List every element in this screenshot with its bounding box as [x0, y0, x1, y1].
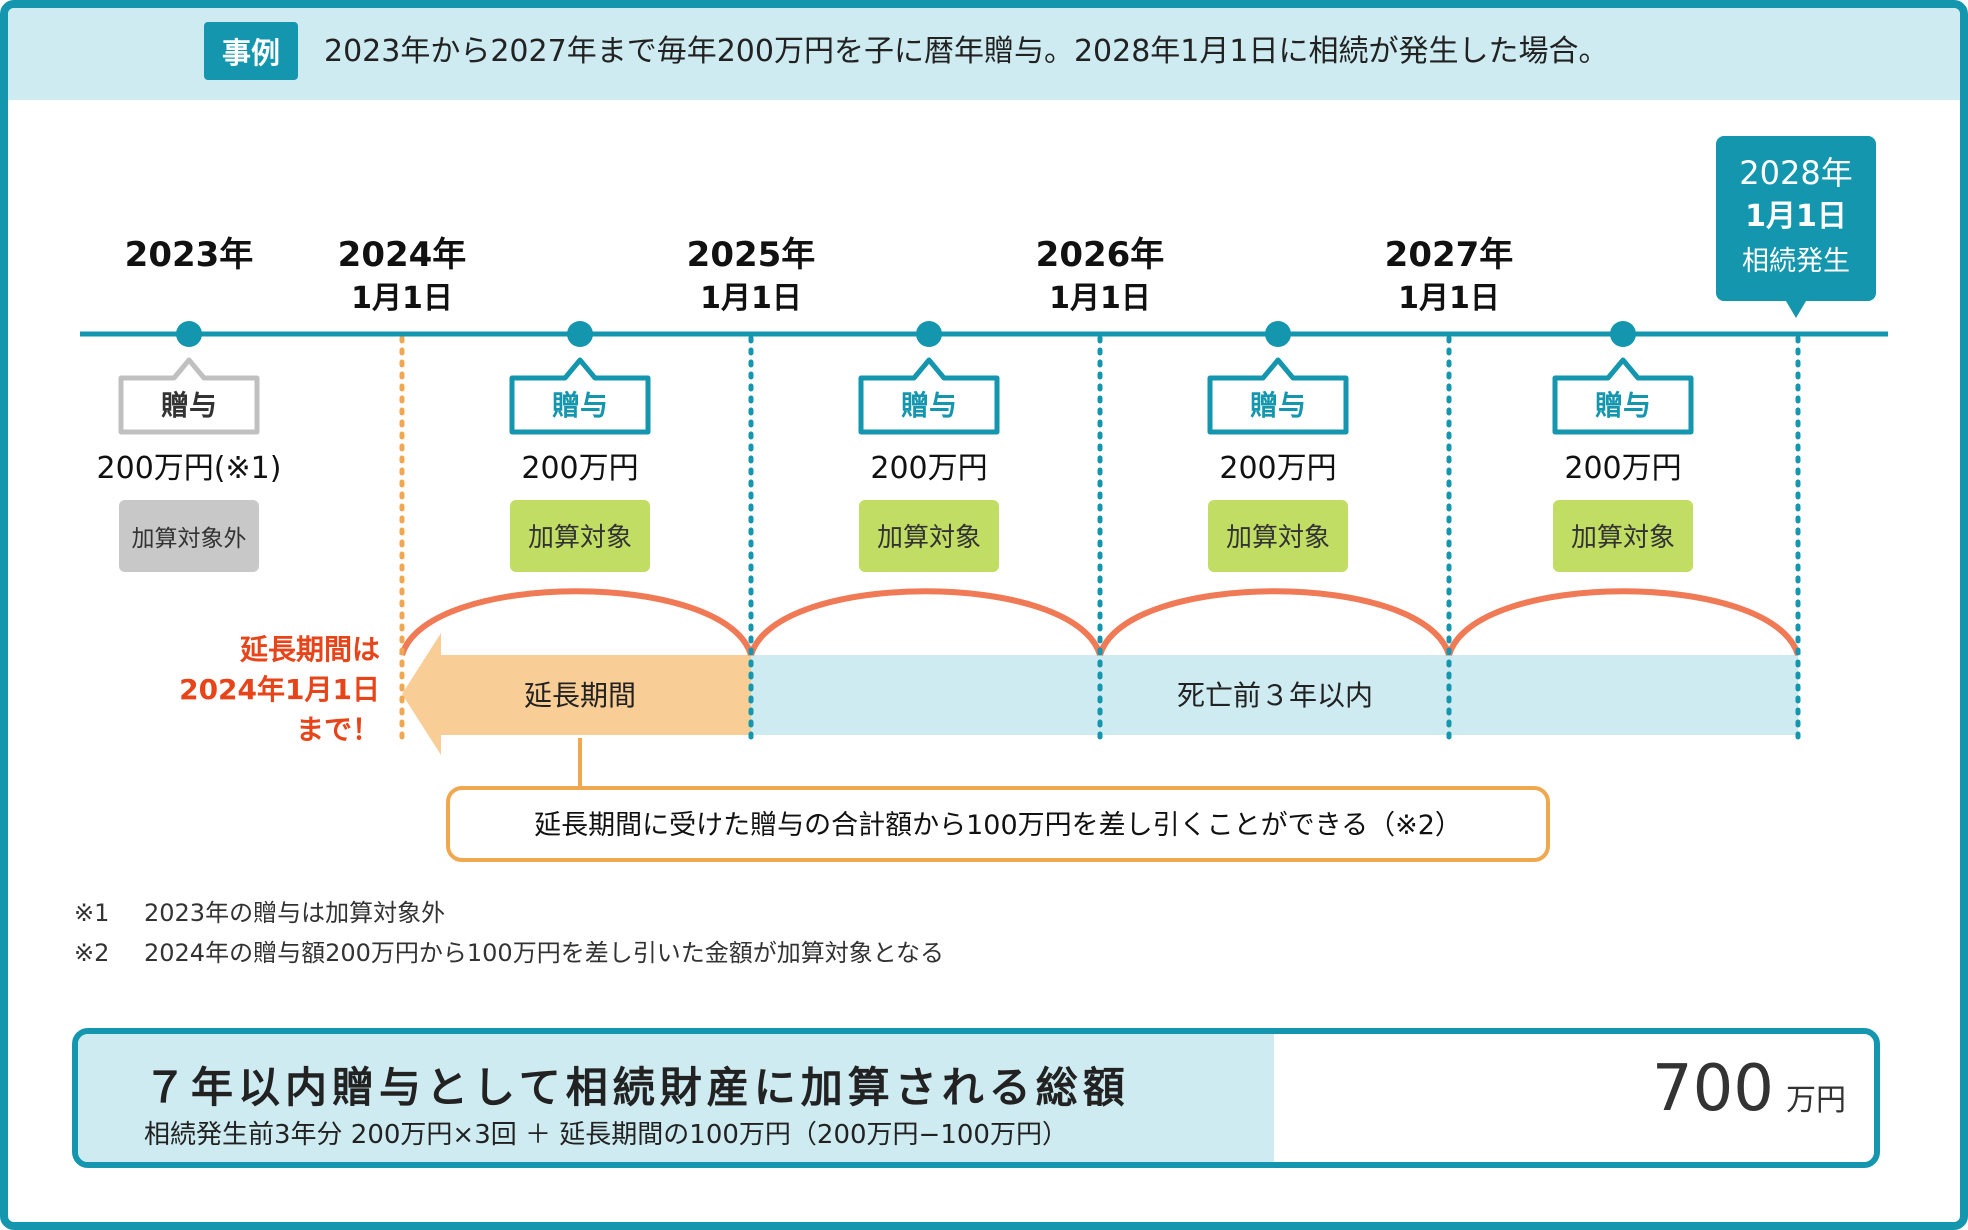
case-description: 2023年から2027年まで毎年200万円を子に暦年贈与。2028年1月1日に相… — [324, 34, 1609, 69]
gift-tag — [1207, 357, 1349, 435]
death-event-label: 相続発生 — [1742, 246, 1850, 277]
period-arc — [748, 588, 1103, 657]
death-date-label: 1月1日 — [1745, 199, 1847, 234]
gift-tag-label: 贈与 — [901, 389, 957, 422]
gift-amount: 200万円 — [870, 451, 987, 486]
total-amount-value: 700 — [1651, 1052, 1774, 1126]
death-year-label: 2028年 — [1739, 154, 1852, 192]
gift-point — [176, 321, 202, 347]
period-arc — [399, 588, 754, 657]
gift-point — [567, 321, 593, 347]
gift-tag — [858, 357, 1000, 435]
gift-amount: 200万円(※1) — [97, 451, 282, 486]
gift-status-label: 加算対象 — [528, 523, 632, 553]
gift-amount: 200万円 — [1564, 451, 1681, 486]
extension-note-line: 延長期間は — [239, 633, 380, 666]
year-label: 2024年 — [338, 235, 467, 275]
gift-point — [1265, 321, 1291, 347]
extension-note-line: 2024年1月1日 — [179, 673, 380, 706]
gift-point — [1610, 321, 1636, 347]
inheritance-callout — [1716, 136, 1876, 301]
year-label: 2023年 — [125, 235, 254, 275]
total-amount-unit: 万円 — [1786, 1083, 1846, 1118]
total-title: ７年以内贈与として相続財産に加算される総額 — [144, 1063, 1130, 1112]
extension-callout-box — [446, 786, 1550, 862]
gift-status-label: 加算対象 — [1571, 523, 1675, 553]
date-label: 1月1日 — [700, 281, 802, 316]
year-label: 2026年 — [1036, 235, 1165, 275]
case-badge: 事例 — [204, 22, 298, 80]
gift-status-badge — [1208, 500, 1348, 572]
year-label: 2025年 — [687, 235, 816, 275]
gift-point — [916, 321, 942, 347]
footnote-1: ※1 2023年の贈与は加算対象外 — [74, 893, 445, 928]
total-detail: 相続発生前3年分 200万円×3回 ＋ 延長期間の100万円（200万円−100… — [144, 1120, 1068, 1150]
three-year-band — [751, 655, 1798, 735]
extension-arrow — [402, 633, 751, 755]
total-summary-box: ７年以内贈与として相続財産に加算される総額 相続発生前3年分 200万円×3回 … — [72, 1028, 1880, 1168]
footnote-text: 2024年の贈与額200万円から100万円を差し引いた金額が加算対象となる — [144, 939, 944, 967]
extension-note-line: まで！ — [296, 713, 380, 746]
gift-status-badge — [119, 500, 259, 572]
footnote-2: ※2 2024年の贈与額200万円から100万円を差し引いた金額が加算対象となる — [74, 933, 944, 968]
gift-tag — [1552, 357, 1694, 435]
gift-status-badge — [510, 500, 650, 572]
gift-tag-label: 贈与 — [161, 389, 217, 422]
date-label: 1月1日 — [1398, 281, 1500, 316]
footnote-text: 2023年の贈与は加算対象外 — [144, 899, 446, 927]
gift-status-badge — [1553, 500, 1693, 572]
gift-amount: 200万円 — [521, 451, 638, 486]
case-header: 事例 2023年から2027年まで毎年200万円を子に暦年贈与。2028年1月1… — [8, 8, 1960, 100]
extension-callout-text: 延長期間に受けた贈与の合計額から100万円を差し引くことができる（※2） — [534, 810, 1462, 841]
date-label: 1月1日 — [351, 281, 453, 316]
inheritance-callout-pointer — [1786, 301, 1806, 318]
date-label: 1月1日 — [1049, 281, 1151, 316]
gift-tag — [118, 357, 260, 435]
gift-tag — [509, 357, 651, 435]
extension-band-label: 延長期間 — [524, 679, 636, 712]
gift-status-badge — [859, 500, 999, 572]
footnote-mark: ※2 — [74, 939, 110, 967]
period-arc — [1097, 588, 1452, 657]
gift-amount: 200万円 — [1219, 451, 1336, 486]
footnote-mark: ※1 — [74, 899, 110, 927]
gift-status-label: 加算対象 — [1226, 523, 1330, 553]
year-label: 2027年 — [1385, 235, 1514, 275]
total-label-area: ７年以内贈与として相続財産に加算される総額 相続発生前3年分 200万円×3回 … — [78, 1034, 1274, 1162]
gift-status-label: 加算対象外 — [132, 526, 247, 552]
period-arc — [1446, 588, 1801, 657]
gift-tag-label: 贈与 — [552, 389, 608, 422]
total-amount: 700 万円 — [1652, 1052, 1846, 1126]
gift-tag-label: 贈与 — [1595, 389, 1651, 422]
three-year-band-label: 死亡前３年以内 — [1177, 679, 1373, 712]
gift-tag-label: 贈与 — [1250, 389, 1306, 422]
gift-status-label: 加算対象 — [877, 523, 981, 553]
